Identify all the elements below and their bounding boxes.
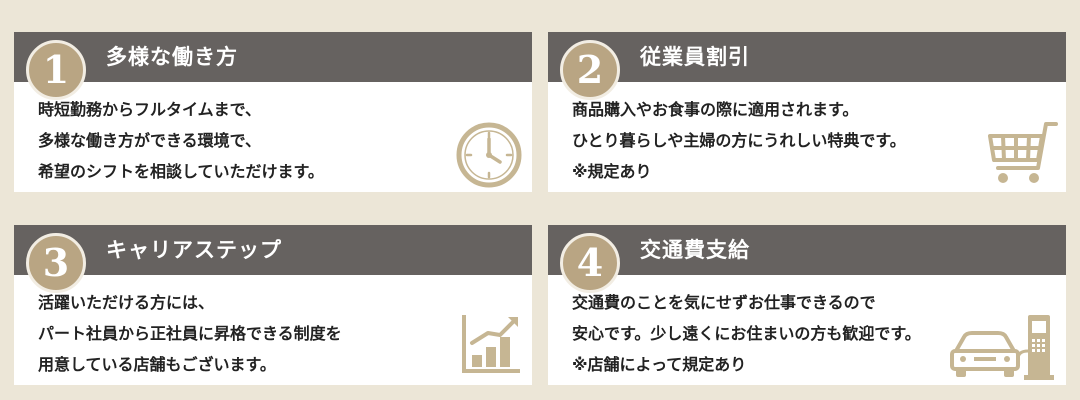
description-line: 希望のシフトを相談していただけます。 — [38, 162, 324, 181]
card-header: 従業員割引 — [548, 32, 1066, 82]
description-line: 用意している店舗もございます。 — [38, 355, 276, 374]
step-number-badge: 4 — [560, 233, 620, 293]
description-line: 活躍いただける方には、 — [38, 293, 215, 312]
card-title: 交通費支給 — [640, 238, 750, 262]
card-header: 多様な働き方 — [14, 32, 532, 82]
step-number-badge: 2 — [560, 40, 620, 100]
description-line: ※規定あり — [572, 162, 652, 181]
card-description: 商品購入やお食事の際に適用されます。 ひとり暮らしや主婦の方にうれしい特典です。… — [572, 94, 906, 187]
growth-chart-icon — [462, 315, 520, 373]
benefit-card-employee-discount: 従業員割引 商品購入やお食事の際に適用されます。 ひとり暮らしや主婦の方にうれし… — [548, 32, 1066, 192]
step-number-badge: 1 — [26, 40, 86, 100]
description-line: ひとり暮らしや主婦の方にうれしい特典です。 — [572, 131, 906, 150]
benefit-card-career-step: キャリアステップ 活躍いただける方には、 パート社員から正社員に昇格できる制度を… — [14, 225, 532, 385]
benefit-card-transportation: 交通費支給 交通費のことを気にせずお仕事できるので 安心です。少し遠くにお住まい… — [548, 225, 1066, 385]
description-line: 多様な働き方ができる環境で、 — [38, 131, 262, 150]
description-line: 商品購入やお食事の際に適用されます。 — [572, 100, 859, 119]
card-title: 多様な働き方 — [106, 45, 238, 69]
description-line: 交通費のことを気にせずお仕事できるので — [572, 293, 876, 312]
clock-icon — [456, 122, 522, 188]
benefit-card-flexible-work: 多様な働き方 時短勤務からフルタイムまで、 多様な働き方ができる環境で、 希望の… — [14, 32, 532, 192]
description-line: 時短勤務からフルタイムまで、 — [38, 100, 262, 119]
card-header: 交通費支給 — [548, 225, 1066, 275]
card-description: 時短勤務からフルタイムまで、 多様な働き方ができる環境で、 希望のシフトを相談し… — [38, 94, 324, 187]
card-description: 交通費のことを気にせずお仕事できるので 安心です。少し遠くにお住まいの方も歓迎で… — [572, 287, 921, 380]
card-title: 従業員割引 — [640, 45, 750, 69]
card-title: キャリアステップ — [106, 238, 282, 262]
description-line: パート社員から正社員に昇格できる制度を — [38, 324, 342, 343]
description-line: 安心です。少し遠くにお住まいの方も歓迎です。 — [572, 324, 921, 343]
step-number-badge: 3 — [26, 233, 86, 293]
card-header: キャリアステップ — [14, 225, 532, 275]
card-description: 活躍いただける方には、 パート社員から正社員に昇格できる制度を 用意している店舗… — [38, 287, 342, 380]
description-line: ※店舗によって規定あり — [572, 355, 747, 374]
shopping-cart-icon — [988, 122, 1058, 183]
car-fuel-icon — [950, 315, 1054, 380]
